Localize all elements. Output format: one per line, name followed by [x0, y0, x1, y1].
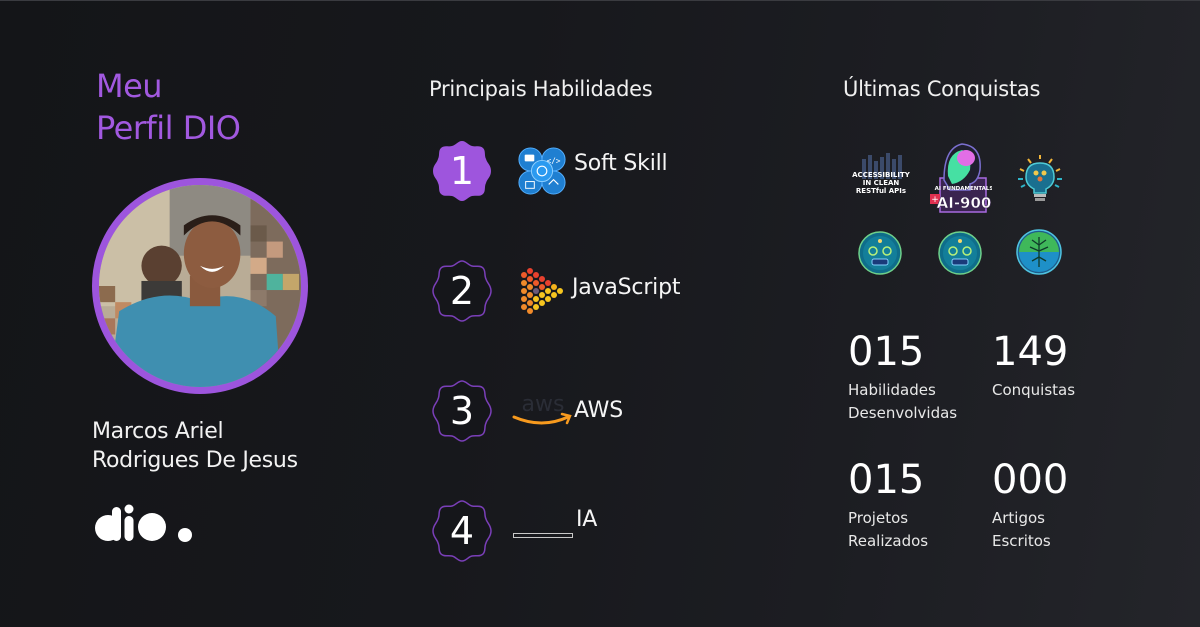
- stat-label: Habilidades Desenvolvidas: [848, 379, 988, 425]
- stat-conquistas: 149 Conquistas: [992, 329, 1132, 402]
- soft-skill-icon: </>: [516, 141, 568, 201]
- scalloped-badge-outline-icon: [432, 260, 492, 322]
- svg-text:</>: </>: [547, 156, 561, 165]
- rank-badge: 1: [428, 137, 496, 205]
- title-line-1: Meu: [96, 67, 163, 105]
- skill-item-ia: 4 IA: [428, 497, 597, 565]
- avatar: [92, 178, 308, 394]
- skill-label: AWS: [574, 397, 623, 423]
- aws-icon: aws: [512, 381, 574, 441]
- javascript-icon: [516, 261, 568, 321]
- ia-icon: [512, 501, 574, 561]
- stat-projetos: 015 Projetos Realizados: [848, 457, 988, 553]
- scalloped-badge-icon: [433, 141, 491, 201]
- skill-item-javascript: 2 JavaScript: [428, 257, 680, 325]
- rank-badge: 3: [428, 377, 496, 445]
- rank-number: 2: [449, 269, 475, 313]
- stat-label-line-2: Desenvolvidas: [848, 404, 958, 422]
- lightbulb-badge[interactable]: [1014, 153, 1066, 203]
- skill-item-aws: 3 aws AWS: [428, 377, 623, 445]
- page-title: Meu Perfil DIO: [96, 65, 241, 149]
- stat-label-line-1: Artigos: [992, 509, 1045, 527]
- name-line-2: Rodrigues De Jesus: [92, 448, 298, 473]
- svg-text:AI-900: AI-900: [937, 194, 992, 212]
- rank-number: 4: [449, 509, 475, 553]
- ai-900-badge[interactable]: AI FUNDAMENTALS + AI-900: [926, 140, 993, 214]
- accessibility-clean-restful-apis-badge[interactable]: ACCESSIBILITY IN CLEAN RESTful APIs: [852, 151, 911, 201]
- skill-label: IA: [576, 506, 598, 532]
- stat-artigos: 000 Artigos Escritos: [992, 457, 1132, 553]
- svg-text:aws: aws: [522, 392, 565, 417]
- robot-face-badge-2[interactable]: [936, 229, 984, 277]
- svg-text:IN CLEAN: IN CLEAN: [863, 179, 900, 187]
- stat-habilidades: 015 Habilidades Desenvolvidas: [848, 329, 988, 425]
- stat-label-line-2: Escritos: [992, 532, 1051, 550]
- skill-item-soft-skill: 1 </> Soft Skill: [428, 137, 668, 205]
- title-line-2: Perfil DIO: [96, 109, 241, 147]
- svg-text:RESTful APIs: RESTful APIs: [856, 187, 906, 195]
- profile-name: Marcos Ariel Rodrigues De Jesus: [92, 417, 298, 475]
- name-line-1: Marcos Ariel: [92, 419, 224, 444]
- stat-label-line-1: Projetos: [848, 509, 909, 527]
- stat-value: 149: [992, 329, 1069, 375]
- rank-badge: 4: [428, 497, 496, 565]
- stat-label-line-1: Conquistas: [992, 381, 1076, 399]
- svg-text:+: +: [931, 195, 939, 205]
- svg-text:ACCESSIBILITY: ACCESSIBILITY: [852, 171, 910, 179]
- stat-label: Artigos Escritos: [992, 507, 1132, 553]
- stat-label: Projetos Realizados: [848, 507, 988, 553]
- rank-number: 3: [449, 389, 475, 433]
- stat-label-line-1: Habilidades: [848, 381, 936, 399]
- rank-number: 1: [449, 149, 475, 193]
- skills-section-title: Principais Habilidades: [429, 77, 653, 101]
- profile-photo-icon: [99, 185, 301, 387]
- robot-face-badge-1[interactable]: [856, 229, 904, 277]
- stat-value: 015: [848, 329, 925, 375]
- stat-label: Conquistas: [992, 379, 1132, 402]
- stat-label-line-2: Realizados: [848, 532, 929, 550]
- skill-label: JavaScript: [572, 274, 681, 300]
- skill-label: Soft Skill: [574, 150, 668, 176]
- dio-logo-icon: [95, 504, 192, 542]
- scalloped-badge-outline-icon: [432, 380, 492, 442]
- svg-text:AI FUNDAMENTALS: AI FUNDAMENTALS: [935, 186, 992, 192]
- circuit-tree-badge[interactable]: [1014, 227, 1064, 277]
- scalloped-badge-outline-icon: [432, 500, 492, 562]
- stat-value: 015: [848, 457, 925, 503]
- rank-badge: 2: [428, 257, 496, 325]
- stat-value: 000: [992, 457, 1069, 503]
- achievements-section-title: Últimas Conquistas: [843, 77, 1041, 101]
